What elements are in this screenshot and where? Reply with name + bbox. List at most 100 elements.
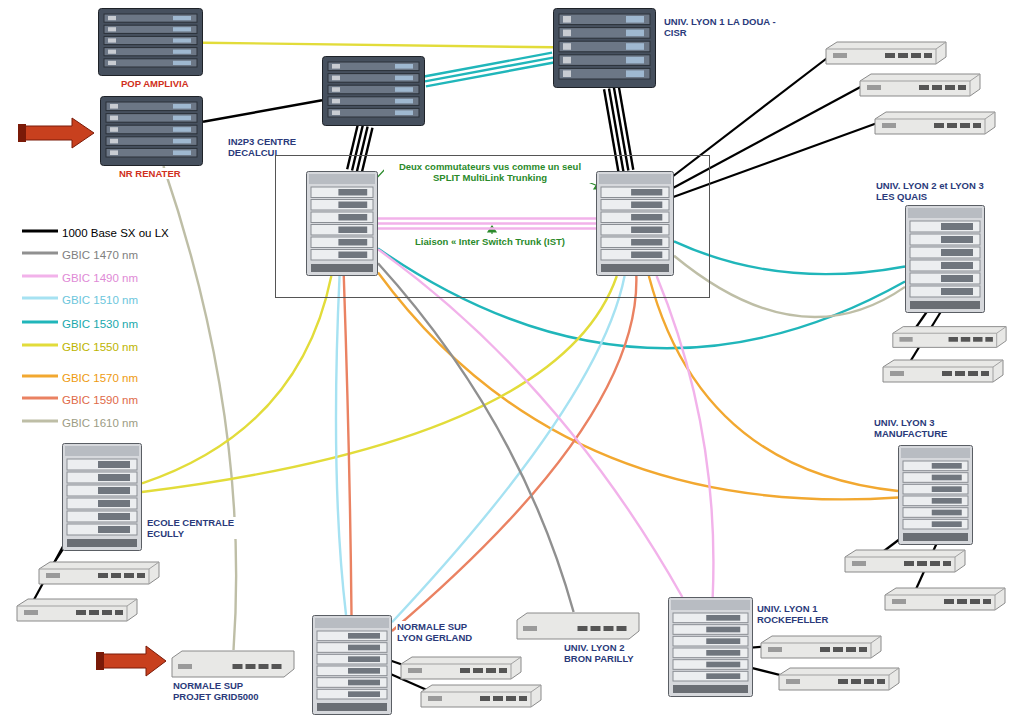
legend-text: GBIC 1550 nm [62, 341, 138, 353]
site-label: NORMALE SUP PROJET GRID5000 [172, 680, 269, 702]
device-graphic [62, 443, 142, 551]
fiber-link [392, 276, 636, 631]
device-graphic [905, 205, 985, 313]
site-switch: NORMALE SUP LYON GERLAND [312, 615, 392, 715]
legend-line [22, 344, 58, 347]
router-chassis: POP AMPLIVIA [98, 8, 203, 76]
site-switch: ECOLE CENTRALE ECULLY [62, 443, 142, 551]
device-graphic [515, 612, 640, 640]
server-wires [30, 52, 945, 694]
site-label: UNIV. LYON 1 LA DOUA - CISR [663, 16, 785, 38]
device-graphic [170, 650, 295, 678]
fiber-strand [426, 63, 554, 87]
site-label: NORMALE SUP LYON GERLAND [396, 621, 483, 643]
legend-row: GBIC 1470 nm [20, 244, 96, 262]
fiber-link [378, 263, 574, 612]
fiber-strand [424, 53, 552, 77]
fiber-strand [362, 128, 373, 173]
router-chassis: NR RENATER [100, 96, 203, 166]
fiber-strand [336, 276, 346, 615]
pointer-arrow [18, 118, 166, 676]
device-graphic [100, 96, 203, 166]
device-graphic [322, 56, 425, 126]
legend-line-sample [20, 289, 60, 307]
legend-line-sample [20, 222, 60, 240]
site-label: ECOLE CENTRALE ECULLY [146, 517, 248, 539]
legend-text: 1000 Base SX ou LX [62, 227, 169, 239]
site-switch: UNIV. LYON 2 et LYON 3 LES QUAIS [905, 205, 985, 313]
site-label: NR RENATER [118, 168, 210, 179]
legend-row: GBIC 1610 nm [20, 412, 96, 430]
legend-row: 1000 Base SX ou LX [20, 222, 127, 240]
site-switch: UNIV. LYON 3 MANUFACTURE [898, 445, 973, 545]
router-chassis: UNIV. LYON 1 LA DOUA - CISR [553, 8, 656, 88]
site-switch: UNIV. LYON 2 BRON PARILLY [515, 612, 640, 640]
legend-line [22, 275, 58, 278]
device-graphic [668, 597, 753, 697]
legend-line-sample [20, 389, 60, 407]
legend-text: GBIC 1610 nm [62, 417, 138, 429]
site-label: UNIV. LYON 2 BRON PARILLY [563, 642, 645, 664]
legend-line-sample [20, 267, 60, 285]
legend-text: GBIC 1570 nm [62, 372, 138, 384]
device-graphic [98, 8, 203, 76]
fiber-strand [657, 276, 714, 597]
device-graphic [553, 8, 656, 88]
core-switch [306, 171, 378, 276]
legend-line [22, 297, 58, 300]
legend-line [22, 321, 58, 324]
fiber-link [378, 249, 682, 597]
legend-row: GBIC 1490 nm [20, 267, 96, 285]
fiber-strand [378, 263, 574, 612]
fiber-link [347, 124, 372, 172]
site-label: UNIV. LYON 3 MANUFACTURE [873, 417, 975, 439]
legend-line [22, 375, 58, 378]
legend-line-sample [20, 367, 60, 385]
legend-line [22, 230, 58, 233]
fiber-link [203, 43, 553, 48]
fiber-link [424, 53, 554, 87]
fiber-link [163, 166, 236, 650]
fiber-strand [378, 227, 596, 229]
fiber-link [142, 276, 617, 492]
legend-line-sample [20, 313, 60, 331]
legend-row: GBIC 1570 nm [20, 367, 96, 385]
fiber-strand [142, 276, 617, 492]
fiber-strand [163, 166, 236, 650]
fiber-strand [392, 276, 636, 631]
legend-row: GBIC 1510 nm [20, 289, 96, 307]
fiber-strand [649, 276, 898, 491]
fiber-link [142, 276, 331, 483]
fiber-link [378, 272, 898, 499]
fiber-link [203, 100, 322, 121]
legend-line-sample [20, 412, 60, 430]
fiber-strand [378, 217, 596, 219]
site-label: UNIV. LYON 2 et LYON 3 LES QUAIS [875, 180, 1005, 202]
fiber-link [657, 276, 714, 597]
fiber-strand [344, 276, 352, 615]
fiber-link [649, 276, 898, 491]
fiber-strand [378, 272, 898, 499]
router-chassis: IN2P3 CENTRE DECALCUL [322, 56, 425, 126]
switch-cluster-box: Deux commutateurs vus comme un seul SPLI… [275, 155, 710, 298]
legend-line-sample [20, 244, 60, 262]
site-label: UNIV. LYON 1 ROCKEFELLER [756, 603, 840, 625]
legend-row: GBIC 1550 nm [20, 336, 96, 354]
annotation-text: Deux commutateurs vus comme un seul SPLI… [384, 161, 596, 183]
legend-text: GBIC 1470 nm [62, 249, 138, 261]
fiber-strand [425, 58, 553, 82]
fiber-strand [357, 127, 368, 172]
fiber-strand [378, 222, 596, 224]
device-graphic [596, 171, 674, 276]
legend-row: GBIC 1590 nm [20, 389, 96, 407]
fiber-strand [352, 125, 363, 170]
device-graphic [898, 445, 973, 545]
site-label: POP AMPLIVIA [120, 78, 212, 89]
legend-text: GBIC 1510 nm [62, 294, 138, 306]
legend-text: GBIC 1490 nm [62, 272, 138, 284]
legend-line [22, 420, 58, 423]
unlabeled-servers [17, 42, 1006, 707]
fiber-strand [604, 89, 618, 172]
fiber-strand [674, 256, 905, 317]
